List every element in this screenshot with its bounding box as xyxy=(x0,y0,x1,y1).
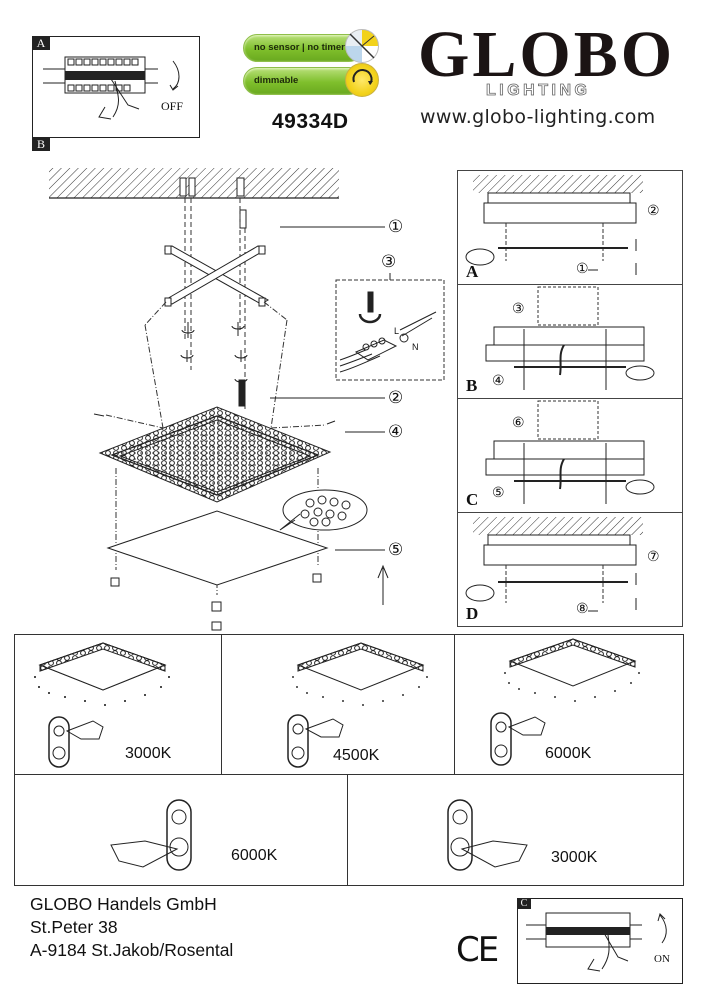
panel-tag-c: C xyxy=(517,898,531,909)
dimmer-dial-icon xyxy=(345,63,379,97)
installation-steps: ② ① A ③ ④ B ⑥ ⑤ C xyxy=(457,170,683,627)
step-letter: C xyxy=(466,490,479,509)
panel-tag-a: A xyxy=(32,36,50,50)
mounting-bracket xyxy=(163,245,270,307)
callout-4: ④ xyxy=(388,422,404,441)
step-a-callout-1: ① xyxy=(576,262,589,277)
brand-url[interactable]: www.globo-lighting.com xyxy=(420,106,656,128)
panel-tag-b: B xyxy=(32,137,50,151)
step-b-callout-3: ③ xyxy=(512,302,525,317)
terminal-block-icon xyxy=(339,291,437,373)
temp-label-3000k: 3000K xyxy=(125,745,172,762)
callout-2: ② xyxy=(388,388,404,407)
screws xyxy=(186,322,246,407)
step-letter: A xyxy=(466,262,479,281)
address-company: GLOBO Handels GmbH xyxy=(30,894,217,914)
brand-logo: GLOBO xyxy=(418,18,676,91)
glass-fixings xyxy=(110,573,322,631)
color-temperature-grid: 3000K 4500K 6000K 6000K 3000K xyxy=(14,634,684,886)
temp-label-6000k: 6000K xyxy=(545,745,592,762)
step-letter: D xyxy=(466,604,479,623)
wiring-detail-box xyxy=(335,279,445,381)
step-letter: B xyxy=(466,376,478,395)
temp-cell-6000k xyxy=(455,635,683,775)
breaker-switch-icon xyxy=(43,56,180,120)
step-d-callout-7: ⑦ xyxy=(647,550,660,565)
wire-live-label: L xyxy=(394,326,400,336)
badge-dimmable: dimmable xyxy=(243,67,363,95)
badge-label: no sensor | no timer xyxy=(254,42,345,53)
callout-5: ⑤ xyxy=(388,540,404,559)
dim-cell-6000k xyxy=(15,775,348,885)
temp-cell-4500k xyxy=(222,635,455,775)
off-label: OFF xyxy=(161,99,184,113)
crystal-detail-bubble xyxy=(282,489,368,531)
step-a: ② ① A xyxy=(458,171,682,285)
callout-1: ① xyxy=(388,217,404,236)
remote-illustrations xyxy=(33,638,641,871)
step-c-callout-6: ⑥ xyxy=(512,416,525,431)
crystal-frame xyxy=(98,406,332,503)
breaker-off-panel: A OFF B xyxy=(32,36,200,151)
breaker-on-panel: C ON xyxy=(517,898,683,984)
address-city: A-9184 St.Jakob/Rosental xyxy=(30,940,234,960)
step-d: ⑦ ⑧ D xyxy=(458,513,682,626)
step-c-callout-5: ⑤ xyxy=(492,486,505,501)
step-b: ③ ④ B xyxy=(458,285,682,399)
clock-timer-icon xyxy=(345,29,379,63)
callout-3: ③ xyxy=(381,252,397,271)
step-c: ⑥ ⑤ C xyxy=(458,399,682,513)
temp-label-4500k: 4500K xyxy=(333,747,380,764)
brand-subtitle: LIGHTING xyxy=(486,82,591,100)
ce-mark: CE xyxy=(456,930,499,970)
glass-panel xyxy=(106,510,329,586)
step-b-callout-4: ④ xyxy=(492,374,505,389)
model-number: 49334D xyxy=(272,110,349,133)
on-label: ON xyxy=(654,953,670,965)
wire-neutral-label: N xyxy=(412,342,419,352)
step-d-callout-8: ⑧ xyxy=(576,602,589,617)
breaker-switch-icon xyxy=(526,912,667,972)
dim-label-6000k: 6000K xyxy=(231,847,278,864)
assembly-diagram xyxy=(49,168,445,631)
dim-label-3000k: 3000K xyxy=(551,849,598,866)
address-street: St.Peter 38 xyxy=(30,917,118,937)
step-a-callout-2: ② xyxy=(647,204,660,219)
badge-label: dimmable xyxy=(254,75,299,86)
temp-cell-3000k xyxy=(15,635,222,775)
